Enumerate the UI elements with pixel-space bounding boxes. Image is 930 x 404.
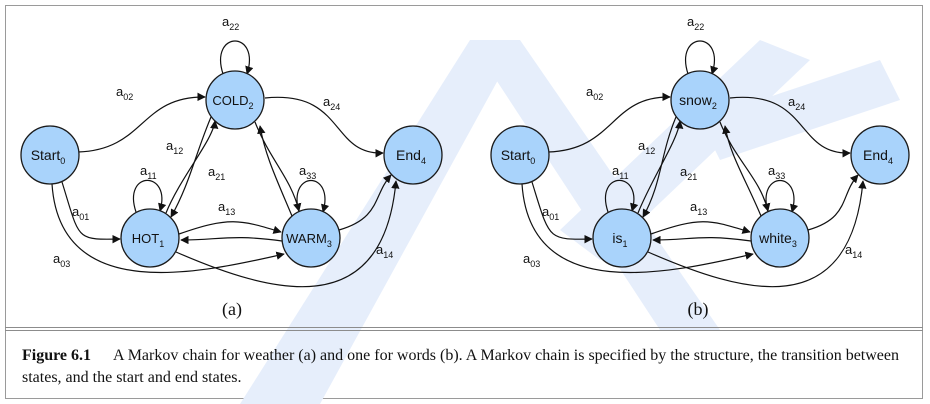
transition-label-a12: a12: [166, 138, 183, 156]
transition-arrow-a13-1: [652, 235, 752, 245]
state-cold-circle: [205, 70, 265, 130]
state-warm: WARM3: [281, 208, 341, 268]
transition-label-a03: a03: [523, 251, 540, 269]
transition-arrow-a02: [77, 92, 206, 153]
transition-arrow-a22: [220, 40, 254, 75]
state-end-label: End4: [863, 147, 893, 166]
transition-label-a33: a33: [768, 163, 785, 181]
transition-arrow-a03: [51, 183, 285, 274]
transition-arrow-a14: [175, 180, 400, 288]
state-end: End4: [383, 125, 443, 185]
state-start-circle: [490, 125, 550, 185]
transition-arrow-a01: [531, 181, 593, 244]
state-warm-label: WARM3: [286, 231, 332, 249]
transition-arrow-a12: [637, 120, 684, 214]
state-end-label: End4: [396, 147, 426, 166]
transition-arrow-a13: [178, 221, 282, 235]
state-hot-circle: [120, 208, 180, 268]
state-end: End4: [850, 125, 910, 185]
transition-arrow-a11: [605, 179, 639, 213]
transition-label-a01: a01: [72, 204, 89, 222]
panel-label-b: (b): [688, 299, 709, 320]
panel-label-a: (a): [222, 299, 242, 320]
state-snow-label: snow2: [679, 92, 717, 111]
transition-label-a24: a24: [788, 94, 805, 112]
transition-label-a22: a22: [222, 14, 239, 32]
caption-text: A Markov chain for weather (a) and one f…: [22, 347, 900, 386]
state-is: is1: [592, 208, 652, 268]
transition-arrow-a03: [521, 183, 754, 274]
state-cold-label: COLD2: [212, 93, 253, 111]
transition-arrow-a11: [133, 179, 167, 213]
transition-arrow-a14-2: [257, 125, 293, 217]
state-cold: COLD2: [205, 70, 265, 130]
transition-arrow-a33: [765, 179, 799, 213]
state-white-label: white3: [758, 230, 797, 249]
state-hot: HOT1: [120, 208, 180, 268]
transition-label-a11: a11: [140, 163, 157, 181]
transition-arrow-a12-1: [170, 116, 212, 218]
state-end-circle: [850, 125, 910, 185]
state-snow: snow2: [670, 70, 730, 130]
transition-label-a14: a14: [376, 242, 393, 260]
state-start-circle: [20, 125, 80, 185]
transition-arrow-a14-2: [722, 125, 762, 217]
transition-arrow-a22: [685, 40, 719, 75]
figure-frame: [5, 5, 923, 399]
transition-label-a11: a11: [612, 163, 629, 181]
transition-label-a21: a21: [680, 164, 697, 182]
transition-label-a02: a02: [586, 84, 603, 102]
transition-arrow-a01: [61, 181, 121, 244]
state-warm-circle: [281, 208, 341, 268]
transition-label-a21: a21: [208, 164, 225, 182]
transition-arrow-a13-1: [180, 235, 283, 245]
transition-arrow-a14-3: [807, 174, 859, 231]
state-snow-circle: [670, 70, 730, 130]
transition-label-a02: a02: [116, 84, 133, 102]
transition-label-a14: a14: [845, 242, 862, 260]
transition-arrow-a14: [647, 180, 867, 288]
transition-arrow-a13: [650, 221, 751, 235]
state-start: Start0: [490, 125, 550, 185]
transition-label-a13: a13: [218, 199, 235, 217]
state-white-circle: [750, 208, 810, 268]
caption-top-rule: [5, 327, 923, 328]
state-white: white3: [750, 208, 810, 268]
transition-label-a33: a33: [299, 163, 316, 181]
transition-arrow-a24: [264, 96, 384, 158]
markov-chain-diagram: a22 a02 a24 a12 a11 a21 a33 a13 a01 a03 a14 Start0 C…: [20, 14, 910, 320]
transition-arrow-a02: [547, 92, 671, 153]
transition-arrow-a14-3: [338, 174, 392, 231]
caption-second-rule: [5, 330, 923, 331]
transition-label-a22: a22: [687, 14, 704, 32]
panel-a: a22 a02 a24 a12 a11 a21 a33 a13 a01 a03 a14 Start0 C…: [20, 14, 443, 320]
state-start-label: Start0: [501, 147, 536, 166]
state-end-circle: [383, 125, 443, 185]
transition-label-a12: a12: [638, 138, 655, 156]
state-start-label: Start0: [31, 147, 66, 166]
state-start: Start0: [20, 125, 80, 185]
transition-label-a24: a24: [323, 94, 340, 112]
transition-label-a13: a13: [690, 199, 707, 217]
figure-label: Figure 6.1: [22, 347, 92, 364]
transition-arrow-a24: [729, 96, 851, 158]
transition-arrow-a33: [296, 179, 330, 213]
transition-label-a03: a03: [53, 251, 70, 269]
state-is-circle: [592, 208, 652, 268]
state-hot-label: HOT1: [132, 231, 164, 249]
transition-arrow-a12-1: [642, 116, 677, 218]
